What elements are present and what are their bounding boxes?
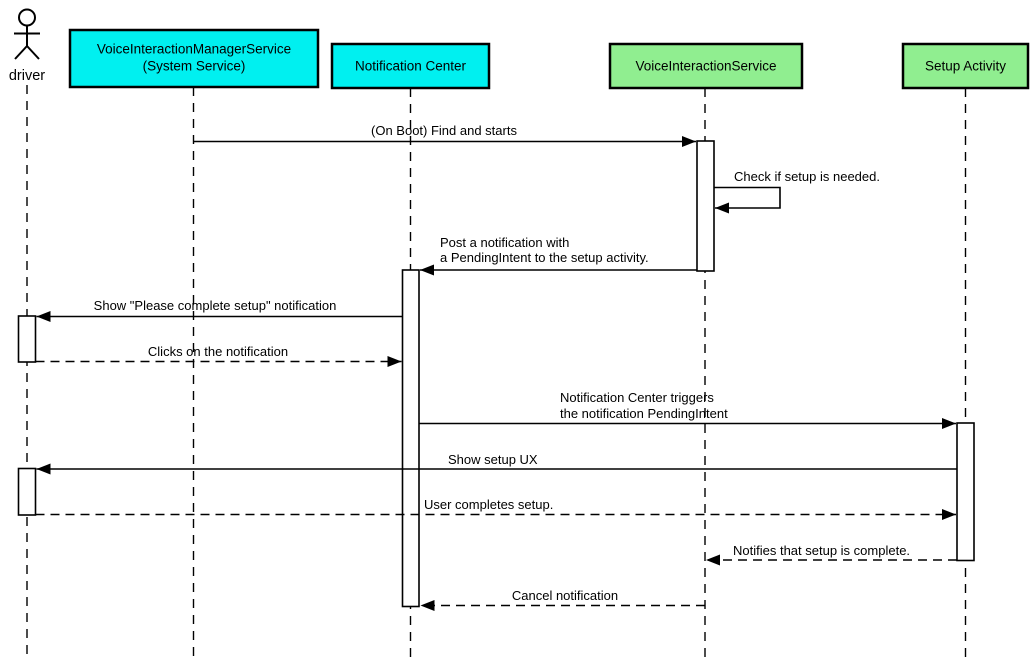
- participant-notification-center: Notification Center: [330, 42, 491, 90]
- actor-head: [18, 8, 36, 27]
- actor-driver: driver: [9, 8, 45, 84]
- participant-box-voice-interaction-manager-service: [68, 28, 320, 89]
- activation-voice-interaction-service: [696, 140, 715, 272]
- message-label-post-notification-line1: Post a notification with: [440, 235, 569, 250]
- participant-setup-activity: Setup Activity: [901, 42, 1030, 90]
- activation-driver-2: [17, 467, 37, 516]
- participant-box-notification-center: [330, 42, 491, 90]
- message-label-post-notification-line2: a PendingIntent to the setup activity.: [440, 250, 649, 265]
- message-label-triggers-pendingintent-line2: the notification PendingIntent: [560, 406, 728, 421]
- participant-voice-interaction-manager-service: VoiceInteractionManagerService (System S…: [68, 28, 320, 89]
- message-label-triggers-pendingintent-line1: Notification Center triggers: [560, 390, 714, 405]
- activation-driver-1: [17, 315, 37, 363]
- participant-label-line2: (System Service): [143, 59, 246, 74]
- actor-leg-right: [26, 45, 40, 60]
- participant-label: Setup Activity: [925, 59, 1006, 74]
- participant-label: Notification Center: [355, 59, 467, 74]
- activation-setup-activity: [956, 422, 975, 562]
- message-label-cancel-notification: Cancel notification: [512, 588, 618, 603]
- message-label-notifies-setup-complete: Notifies that setup is complete.: [733, 543, 910, 558]
- participant-label: VoiceInteractionService: [635, 59, 776, 74]
- activation-notification-center: [401, 269, 420, 608]
- message-label-user-completes-setup: User completes setup.: [424, 497, 553, 512]
- message-label-check-if-setup-needed: Check if setup is needed.: [734, 169, 880, 184]
- participant-voice-interaction-service: VoiceInteractionService: [608, 42, 804, 90]
- actor-leg-left: [14, 45, 28, 60]
- participant-label-line1: VoiceInteractionManagerService: [97, 42, 291, 57]
- message-label-show-setup-ux: Show setup UX: [448, 452, 538, 467]
- message-label-on-boot-find-and-starts: (On Boot) Find and starts: [371, 123, 517, 138]
- message-label-clicks-notification: Clicks on the notification: [148, 344, 288, 359]
- actor-driver-label: driver: [9, 68, 45, 84]
- participant-box-setup-activity: [901, 42, 1030, 90]
- message-line-check-if-setup-needed: [714, 186, 781, 214]
- message-label-show-setup-notification: Show "Please complete setup" notificatio…: [94, 298, 337, 313]
- participant-box-voice-interaction-service: [608, 42, 804, 90]
